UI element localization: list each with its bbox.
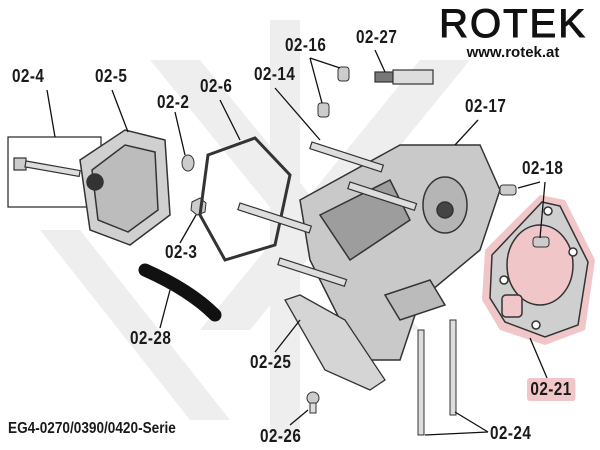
part-label: 02-24 <box>490 423 532 443</box>
website-url: www.rotek.at <box>466 44 560 61</box>
part-label: 02-25 <box>250 352 292 372</box>
leader-lines <box>46 49 548 436</box>
part-label: 02-26 <box>260 426 302 446</box>
part-label: 02-14 <box>254 64 296 84</box>
part-label: 02-4 <box>12 66 45 86</box>
part-label: 02-27 <box>356 27 398 47</box>
valve-cover-gasket <box>198 136 292 262</box>
spark-plug <box>374 69 434 85</box>
part-label: 02-2 <box>157 92 190 112</box>
series-label: EG4-0270/0390/0420-Serie <box>8 420 176 437</box>
rotek-logo: ROTEK www.rotek.at <box>428 2 598 62</box>
highlighted-part-label: 02-21 <box>527 378 576 401</box>
part-label: 02-16 <box>285 35 327 55</box>
part-label: 02-5 <box>95 66 128 86</box>
head-bolts <box>237 141 418 288</box>
part-label: 02-17 <box>465 96 507 116</box>
logo-wordmark: ROTEK <box>439 2 587 46</box>
deflector-plate <box>284 294 386 391</box>
cylinder-head-gasket <box>489 201 589 338</box>
screw <box>306 391 320 414</box>
cover-bolt <box>13 157 81 178</box>
dowel-pins <box>317 66 550 248</box>
part-label: 02-3 <box>165 242 198 262</box>
part-label: 02-28 <box>130 328 172 348</box>
breather-hose <box>138 263 222 322</box>
part-label: 02-6 <box>200 76 233 96</box>
nut <box>190 197 207 216</box>
part-label: 02-18 <box>522 158 564 178</box>
studs <box>417 319 457 436</box>
washer <box>181 154 195 172</box>
valve-cover <box>79 129 171 246</box>
